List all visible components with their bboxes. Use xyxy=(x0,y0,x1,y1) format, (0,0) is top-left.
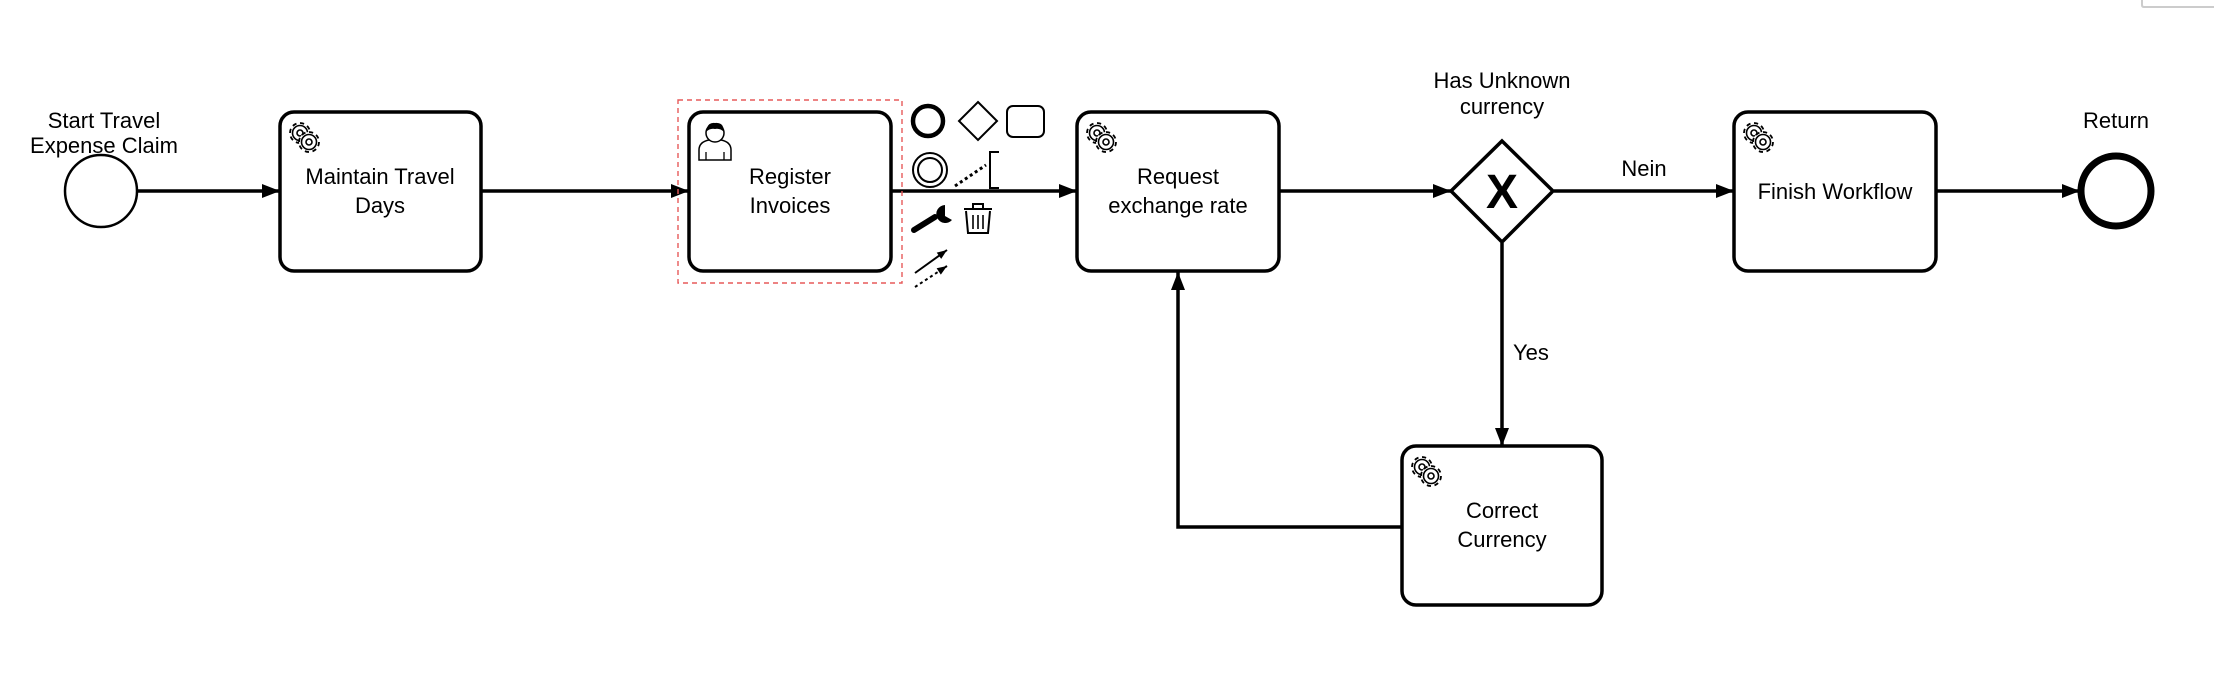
selection-outline xyxy=(677,99,903,284)
task-label-line1: Request xyxy=(1137,164,1219,189)
task-label-line1: Finish Workflow xyxy=(1758,179,1913,204)
start-event-circle[interactable] xyxy=(63,153,139,229)
start-event[interactable]: Start Travel Expense Claim xyxy=(30,108,178,229)
gateway-label-line2: currency xyxy=(1460,94,1544,119)
start-event-label-line1: Start Travel xyxy=(48,108,160,133)
task-label-line2: Invoices xyxy=(750,193,831,218)
task-label-line1: Correct xyxy=(1466,498,1538,523)
user-icon xyxy=(698,122,732,161)
task-label-line1: Register xyxy=(749,164,831,189)
gateway-icon[interactable] xyxy=(955,100,999,142)
task-label-line2: Days xyxy=(355,193,405,218)
association-icon[interactable] xyxy=(914,265,948,288)
change-type-icon[interactable] xyxy=(911,205,952,233)
task-shape[interactable] xyxy=(278,110,483,273)
task-correct-currency[interactable]: Correct Currency xyxy=(1400,444,1604,607)
task-label-line2: Currency xyxy=(1457,527,1546,552)
context-pad xyxy=(910,100,1045,288)
gear-icon xyxy=(1420,465,1442,487)
gateway-shape[interactable] xyxy=(1448,138,1556,245)
scrollbar[interactable] xyxy=(2141,0,2214,8)
task-shape[interactable] xyxy=(1732,110,1938,273)
task-label-line1: Maintain Travel xyxy=(305,164,454,189)
end-event[interactable]: Return xyxy=(2077,108,2155,230)
task-maintain-travel-days[interactable]: Maintain Travel Days xyxy=(278,110,483,273)
text-annotation-icon[interactable] xyxy=(954,151,999,189)
task-request-exchange-rate[interactable]: Request exchange rate xyxy=(1075,110,1281,273)
gateway-label-line1: Has Unknown xyxy=(1434,68,1571,93)
gateway-marker: X xyxy=(1486,166,1518,219)
gear-icon xyxy=(298,131,320,153)
task-shape[interactable] xyxy=(687,110,893,273)
gear-icon xyxy=(1095,131,1117,153)
end-event-label: Return xyxy=(2083,108,2149,133)
task-register-invoices[interactable]: Register Invoices xyxy=(677,99,903,284)
task-icon[interactable] xyxy=(1006,105,1045,138)
exclusive-gateway[interactable]: X Has Unknown currency xyxy=(1434,68,1571,245)
start-event-label-line2: Expense Claim xyxy=(30,133,178,158)
flow-label-nein[interactable]: Nein xyxy=(1621,156,1666,181)
end-event-icon[interactable] xyxy=(910,102,946,139)
gear-icon xyxy=(1752,131,1774,153)
delete-icon[interactable] xyxy=(964,203,992,234)
flow-label-yes[interactable]: Yes xyxy=(1513,340,1549,365)
task-shape[interactable] xyxy=(1400,444,1604,607)
task-label-line2: exchange rate xyxy=(1108,193,1247,218)
task-shape[interactable] xyxy=(1075,110,1281,273)
flow-correct-to-request[interactable] xyxy=(1171,272,1402,529)
task-finish-workflow[interactable]: Finish Workflow xyxy=(1732,110,1938,273)
sequence-flows xyxy=(137,184,2080,529)
intermediate-event-icon[interactable] xyxy=(912,152,948,188)
end-event-circle[interactable] xyxy=(2077,152,2155,230)
connect-icon[interactable] xyxy=(914,249,948,274)
